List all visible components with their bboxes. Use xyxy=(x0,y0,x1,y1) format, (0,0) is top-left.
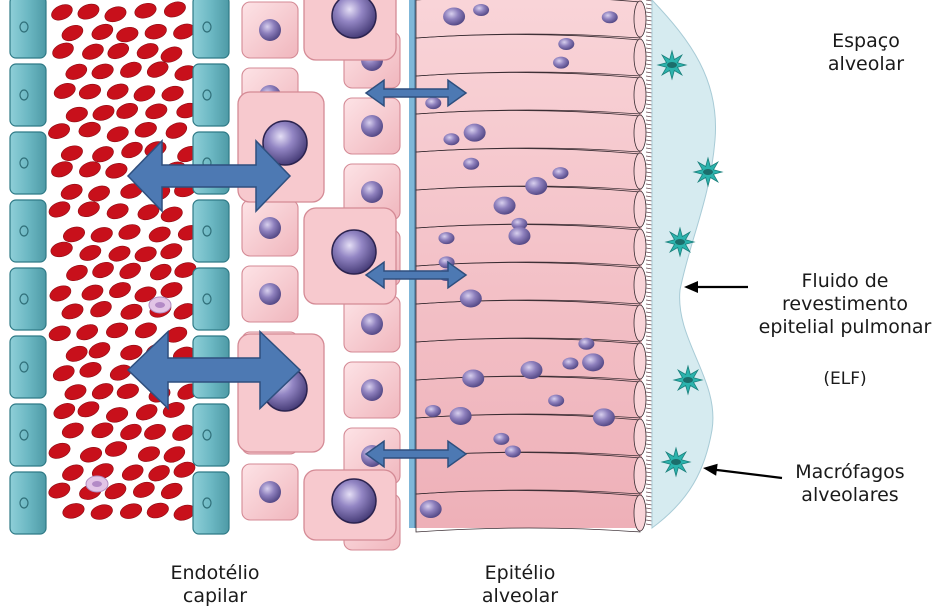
epithelial-nucleus xyxy=(438,232,454,244)
epithelial-nucleus xyxy=(553,57,569,69)
apical-border xyxy=(646,0,652,525)
epithelial-nucleus xyxy=(420,500,442,518)
white-blood-cell-nucleus xyxy=(155,302,165,308)
epithelial-nucleus xyxy=(464,124,486,142)
alveolar-space-label-line: alveolar xyxy=(800,53,932,76)
epithelial-cell-apex xyxy=(634,419,646,455)
epithelial-nucleus xyxy=(425,97,441,109)
epithelial-cell-apex xyxy=(634,77,646,113)
macrophage-nucleus xyxy=(671,459,681,465)
epithelial-nucleus xyxy=(473,4,489,16)
macrophage-cell xyxy=(658,51,686,79)
alveolar-space-label: Espaço alveolar xyxy=(800,30,932,76)
epithelial-lining-fluid xyxy=(652,0,716,528)
epithelium-label-line: Epitélio xyxy=(445,562,595,585)
white-blood-cell-nucleus xyxy=(92,481,102,487)
macrophage-cell xyxy=(694,158,722,186)
epithelial-nucleus xyxy=(494,197,516,215)
macrophage-nucleus xyxy=(703,169,713,175)
elf-label-line: Fluido de xyxy=(750,270,940,293)
elf-layer xyxy=(652,0,716,528)
epithelial-cell-apex xyxy=(634,115,646,151)
epithelial-nucleus xyxy=(505,446,521,458)
large-cell-nucleus xyxy=(332,479,376,523)
epithelial-cell-apex xyxy=(634,39,646,75)
cell-nucleus xyxy=(361,181,383,203)
epithelial-cell-apex xyxy=(634,305,646,341)
macrophage-cell xyxy=(666,228,694,256)
epithelial-nucleus xyxy=(520,361,542,379)
cell-nucleus xyxy=(361,313,383,335)
elf-label-line: epitelial pulmonar xyxy=(750,316,940,339)
epithelial-cell-apex xyxy=(634,457,646,493)
pointer-arrowhead xyxy=(703,464,718,476)
macrophage-nucleus xyxy=(667,62,677,68)
cell-nucleus xyxy=(361,115,383,137)
endothelium-label-line: Endotélio xyxy=(130,562,300,585)
macrophage-nucleus xyxy=(675,239,685,245)
epithelial-nucleus xyxy=(582,353,604,371)
epithelial-nucleus xyxy=(425,405,441,417)
epithelial-cell-apex xyxy=(634,343,646,379)
cell-nucleus xyxy=(259,481,281,503)
epithelial-nucleus xyxy=(558,38,574,50)
endothelium-left-wall xyxy=(10,0,46,534)
epithelial-cell-apex xyxy=(634,267,646,303)
epithelial-nucleus xyxy=(578,338,594,350)
elf-abbreviation-label: (ELF) xyxy=(800,368,890,391)
macrophage-nucleus xyxy=(683,377,693,383)
capillary-lumen xyxy=(46,0,201,528)
macrophages-label-line: alveolares xyxy=(770,484,930,507)
elf-label-line: revestimento xyxy=(750,293,940,316)
elf-abbreviation: (ELF) xyxy=(800,368,890,391)
epithelial-cell-apex xyxy=(634,229,646,265)
epithelial-nucleus xyxy=(463,158,479,170)
epithelium-label-line: alveolar xyxy=(445,585,595,608)
alveolar-space-label-line: Espaço xyxy=(800,30,932,53)
epithelial-nucleus xyxy=(493,433,509,445)
cell-nucleus xyxy=(259,19,281,41)
large-cell-nucleus xyxy=(332,230,376,274)
epithelium-label: Epitélio alveolar xyxy=(445,562,595,608)
basement-membrane-band xyxy=(409,0,415,528)
epithelial-nucleus xyxy=(548,395,564,407)
endothelium-label-line: capilar xyxy=(130,585,300,608)
endothelium-right-wall xyxy=(193,0,229,534)
large-cell-nucleus xyxy=(332,0,376,38)
pointer-arrowhead xyxy=(684,281,698,293)
cell-nucleus xyxy=(259,283,281,305)
epithelial-nucleus xyxy=(602,11,618,23)
cell-nucleus xyxy=(259,217,281,239)
epithelial-nucleus xyxy=(552,167,568,179)
epithelial-cell-apex xyxy=(634,1,646,37)
epithelial-cell-apex xyxy=(634,381,646,417)
epithelial-nucleus xyxy=(460,289,482,307)
cell-nucleus xyxy=(361,379,383,401)
macrophage-cell xyxy=(674,366,702,394)
epithelial-nucleus xyxy=(562,357,578,369)
epithelial-nucleus xyxy=(593,408,615,426)
endothelium-label: Endotélio capilar xyxy=(130,562,300,608)
elf-label: Fluido de revestimento epitelial pulmona… xyxy=(750,270,940,339)
macrophages-label: Macrófagos alveolares xyxy=(770,461,930,507)
epithelial-cell-apex xyxy=(634,191,646,227)
epithelial-cell-apex xyxy=(634,495,646,531)
epithelial-cell-apex xyxy=(634,153,646,189)
macrophage-cell xyxy=(662,448,690,476)
epithelial-nucleus xyxy=(443,133,459,145)
macrophages-label-line: Macrófagos xyxy=(770,461,930,484)
epithelial-nucleus xyxy=(508,227,530,245)
epithelial-nucleus xyxy=(450,407,472,425)
epithelial-nucleus xyxy=(462,369,484,387)
epithelial-nucleus xyxy=(525,177,547,195)
basement-membrane xyxy=(409,0,415,528)
epithelial-nucleus xyxy=(443,7,465,25)
